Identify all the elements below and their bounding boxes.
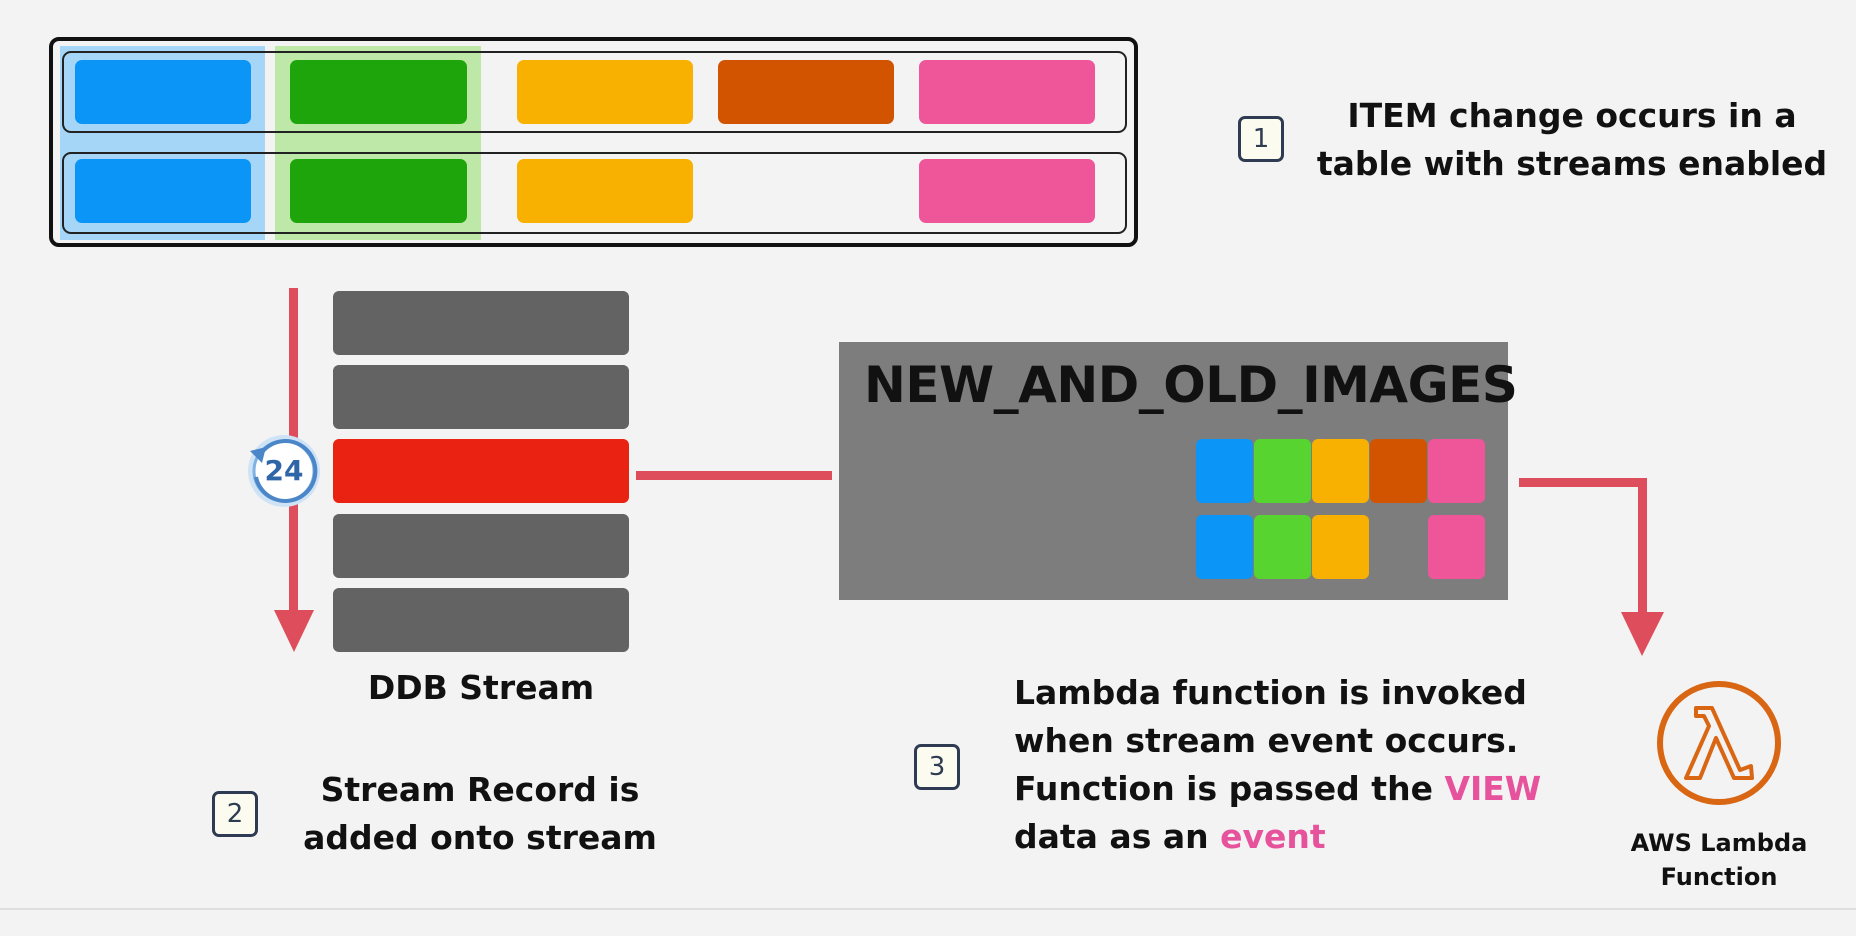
attribute-block xyxy=(290,60,467,124)
stream-record-new xyxy=(333,439,629,503)
new-image-attribute xyxy=(1428,439,1485,503)
stream-record xyxy=(333,588,629,652)
new-image-attribute xyxy=(1254,439,1311,503)
attribute-block xyxy=(517,159,693,223)
old-image-attribute xyxy=(1312,515,1369,579)
attribute-block xyxy=(919,60,1095,124)
view-highlight: VIEW xyxy=(1444,769,1542,808)
new-image-attribute xyxy=(1312,439,1369,503)
stream-record xyxy=(333,365,629,429)
attribute-block xyxy=(718,60,894,124)
step-1-description: ITEM change occurs in a table with strea… xyxy=(1312,92,1832,188)
attribute-block xyxy=(919,159,1095,223)
lambda-label: AWS Lambda Function xyxy=(1604,826,1834,894)
step-3-line-2: when stream event occurs. xyxy=(1014,721,1519,760)
step-1-line-2: table with streams enabled xyxy=(1316,144,1828,183)
attribute-block xyxy=(75,60,251,124)
step-2-line-2: added onto stream xyxy=(303,818,657,857)
step-1-badge: 1 xyxy=(1238,116,1284,162)
table-row xyxy=(62,152,1127,234)
attribute-block xyxy=(75,159,251,223)
attribute-block xyxy=(517,60,693,124)
view-to-lambda-arrow xyxy=(1519,478,1664,656)
old-image-attribute xyxy=(1254,515,1311,579)
old-image-attribute xyxy=(1428,515,1485,579)
stream-record xyxy=(333,514,629,578)
lambda-label-line-1: AWS Lambda xyxy=(1630,829,1808,857)
lambda-label-line-2: Function xyxy=(1660,863,1778,891)
step-2-badge: 2 xyxy=(212,791,258,837)
step-3-badge: 3 xyxy=(914,744,960,790)
table-row xyxy=(62,51,1127,133)
attribute-block xyxy=(290,159,467,223)
stream-record xyxy=(333,291,629,355)
step-3-line-3: Function is passed the VIEW xyxy=(1014,765,1541,813)
step-1-line-1: ITEM change occurs in a xyxy=(1347,96,1797,135)
step-3-line-1: Lambda function is invoked xyxy=(1014,673,1527,712)
step-3-line-3-text: Function is passed the xyxy=(1014,769,1445,808)
stream-to-view-connector xyxy=(636,471,832,480)
step-3-description: Lambda function is invoked when stream e… xyxy=(1014,669,1541,861)
new-image-attribute xyxy=(1370,439,1427,503)
step-3-line-4: data as an event xyxy=(1014,813,1534,861)
divider xyxy=(0,908,1856,910)
stream-view-type: NEW_AND_OLD_IMAGES xyxy=(864,356,1518,414)
step-2-description: Stream Record is added onto stream xyxy=(290,766,670,862)
step-3-line-4-text: data as an xyxy=(1014,817,1221,856)
step-2-line-1: Stream Record is xyxy=(320,770,640,809)
old-image-attribute xyxy=(1196,515,1253,579)
stream-label: DDB Stream xyxy=(367,668,595,707)
retention-hours: 24 xyxy=(264,454,304,487)
lambda-icon xyxy=(1657,681,1781,805)
new-image-attribute xyxy=(1196,439,1253,503)
retention-24h-icon: 24 xyxy=(246,433,322,509)
event-highlight: event xyxy=(1220,817,1326,856)
